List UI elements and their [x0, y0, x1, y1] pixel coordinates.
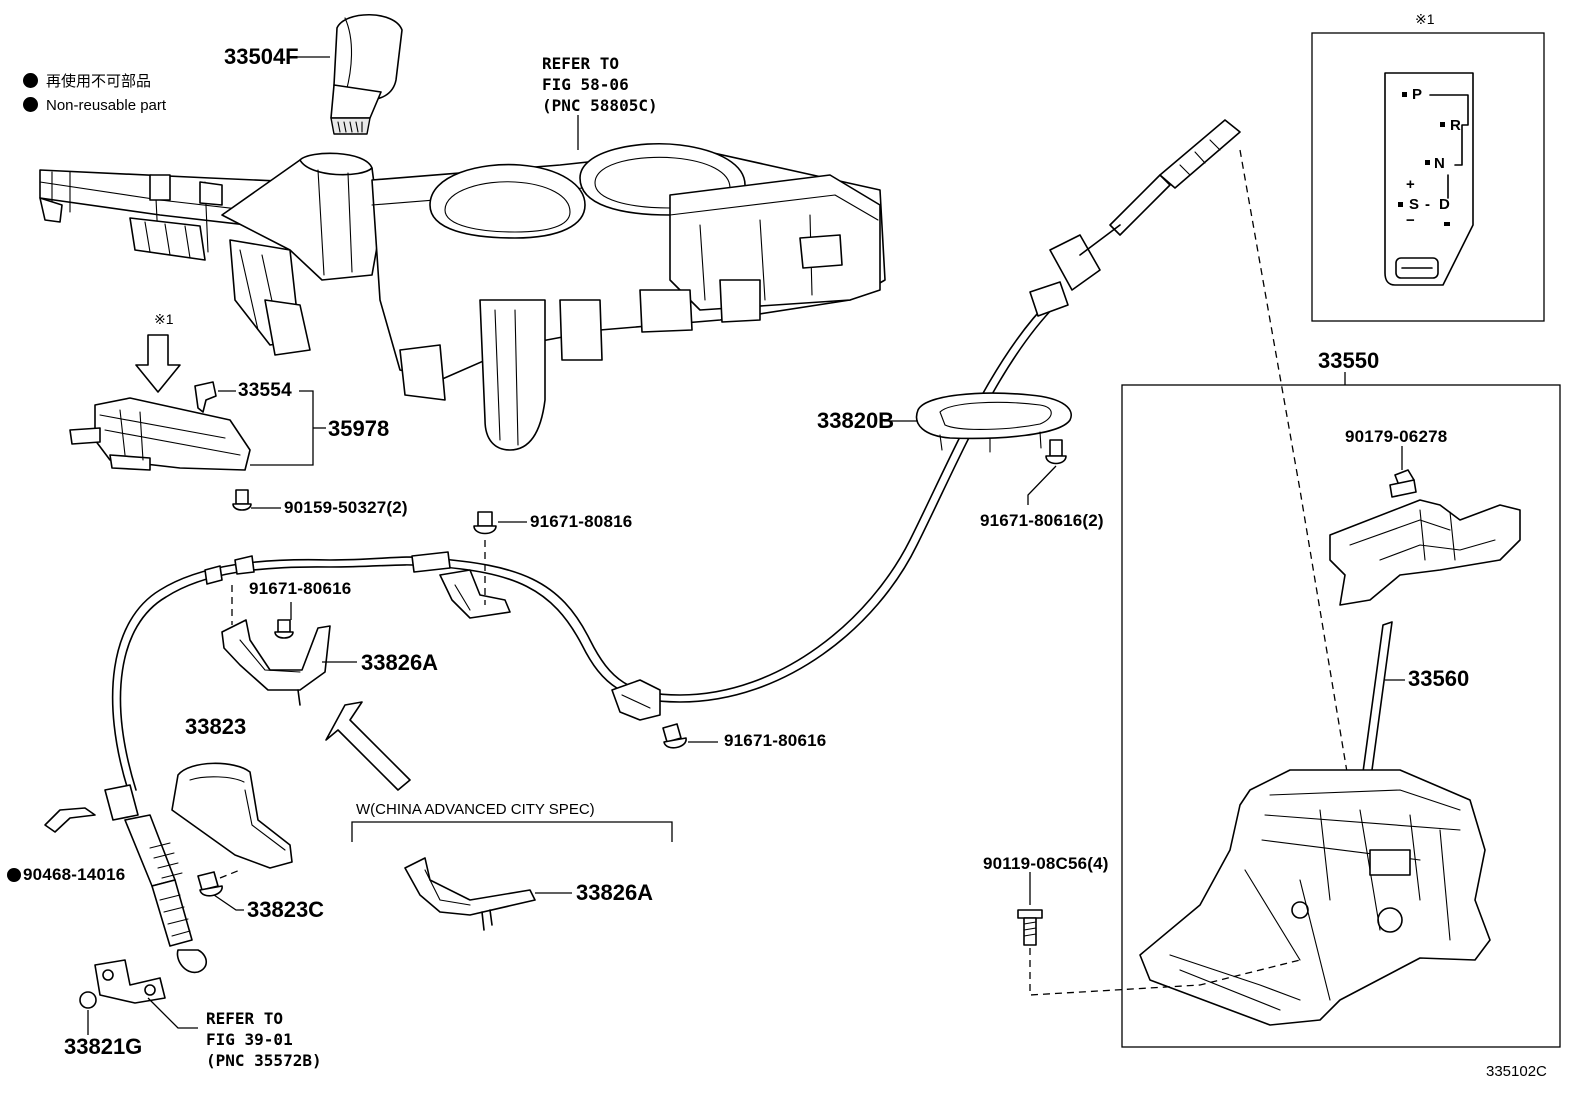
clip-90468-14016-illustration	[7, 807, 96, 882]
note-mark-1-inset: ※1	[1415, 11, 1435, 27]
part-label-33826a-lower: 33826A	[576, 880, 654, 905]
spec-note: W(CHINA ADVANCED CITY SPEC)	[356, 801, 595, 818]
part-label-91671-80816: 91671-80816	[530, 512, 633, 531]
reference-console: REFER TO FIG 58-06 (PNC 58805C)	[542, 54, 658, 115]
note-mark-1: ※1	[154, 311, 174, 327]
gate-dash: -	[1425, 196, 1430, 213]
part-label-33560: 33560	[1408, 666, 1470, 691]
gate-n: N	[1434, 155, 1445, 172]
gate-minus: −	[1406, 212, 1415, 229]
shift-lever-assembly-box	[1017, 149, 1561, 1048]
part-label-90179-06278: 90179-06278	[1345, 427, 1448, 446]
cable-cover-33823-illustration	[171, 762, 293, 911]
part-label-90119-08c56: 90119-08C56(4)	[983, 854, 1109, 873]
gate-r: R	[1450, 117, 1461, 134]
cable-bracket-33820b-illustration	[884, 392, 1072, 505]
part-label-33504f: 33504F	[224, 44, 299, 69]
part-label-33550: 33550	[1318, 348, 1380, 373]
bracket-33826a-illustration	[221, 585, 411, 791]
grommet-33821g-illustration	[79, 959, 198, 1035]
part-label-33821g: 33821G	[64, 1034, 143, 1059]
part-label-33826a-upper: 33826A	[361, 650, 439, 675]
part-label-91671-80616-upper: 91671-80616	[249, 579, 352, 598]
part-label-90468-14016: 90468-14016	[23, 865, 126, 884]
gate-s: S	[1409, 196, 1420, 213]
part-label-91671-80616-lower: 91671-80616	[724, 731, 827, 750]
gate-p: P	[1412, 86, 1423, 103]
gate-d: D	[1439, 196, 1450, 213]
console-box-illustration	[39, 115, 886, 451]
part-label-33823c: 33823C	[247, 897, 325, 922]
gate-plus: +	[1406, 176, 1415, 193]
part-label-90159-50327: 90159-50327(2)	[284, 498, 408, 517]
shift-knob-illustration	[288, 13, 403, 135]
part-label-91671-80616-2: 91671-80616(2)	[980, 511, 1104, 530]
filled-dot-icon	[23, 97, 38, 112]
shift-cable-illustration	[104, 119, 1241, 974]
part-label-35978: 35978	[328, 416, 390, 441]
part-label-33820b: 33820B	[817, 408, 895, 433]
reference-cable-end: REFER TO FIG 39-01 (PNC 35572B)	[206, 1009, 322, 1070]
part-label-33823: 33823	[185, 714, 247, 739]
shift-switch-illustration	[69, 334, 326, 511]
filled-dot-icon	[23, 73, 38, 88]
legend-non-reusable-jp: 再使用不可部品	[23, 73, 151, 89]
cable-mount-bracket-illustration	[611, 679, 718, 749]
spec-bracket-illustration	[351, 821, 673, 931]
shift-gate-inset	[1311, 32, 1545, 322]
cable-clamp-bracket-illustration	[439, 511, 527, 619]
part-label-33554: 33554	[238, 380, 292, 401]
figure-id: 335102C	[1486, 1063, 1547, 1080]
legend-non-reusable-en: Non-reusable part	[23, 97, 166, 113]
